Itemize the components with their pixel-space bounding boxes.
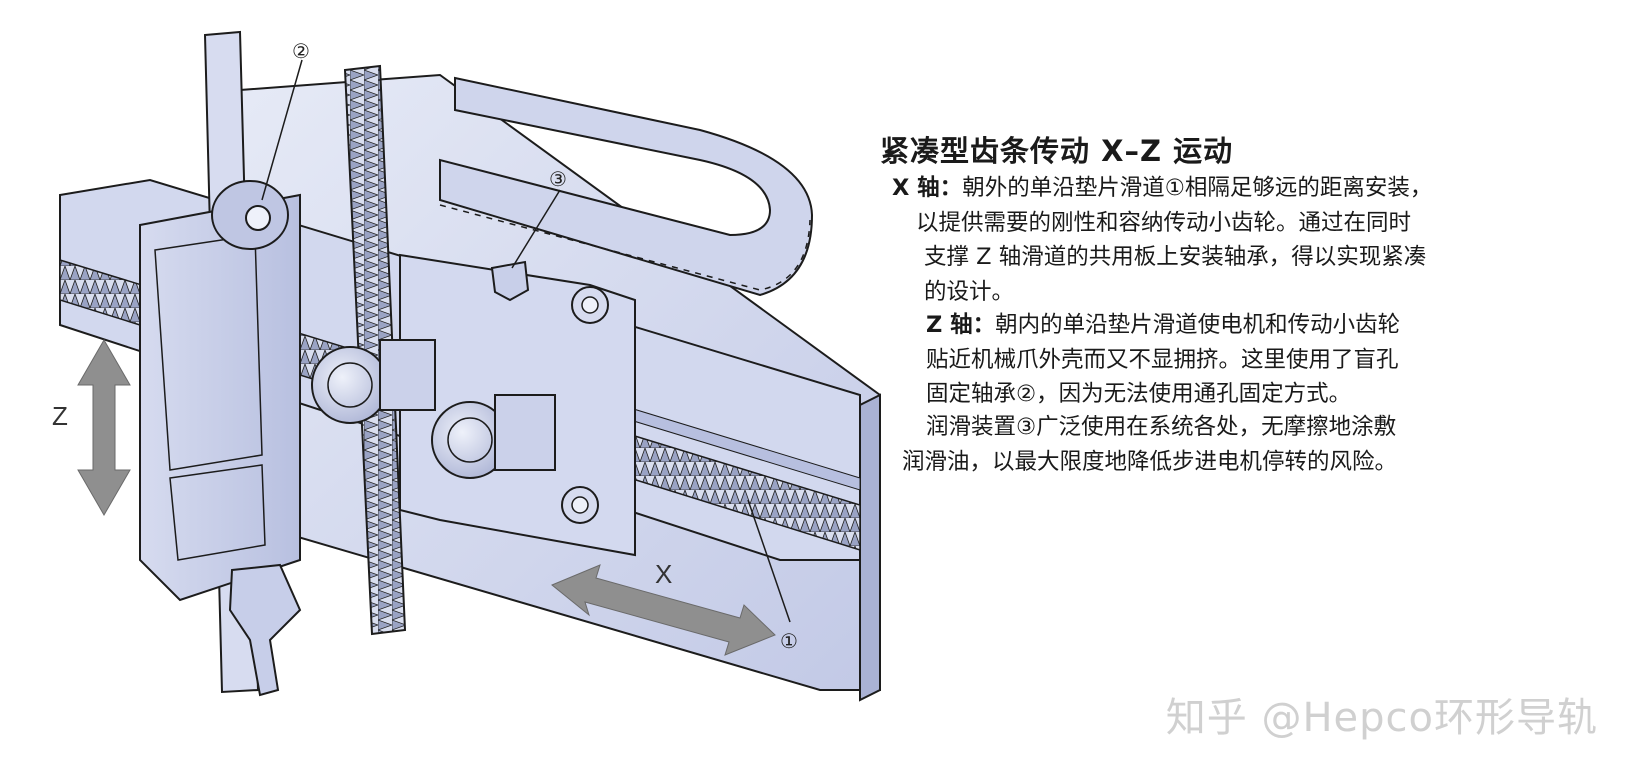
z-axis-line-2: 贴近机械爪外壳而又不显拥挤。这里使用了盲孔 [926,346,1399,373]
x-axis-line-3: 支撑 Z 轴滑道的共用板上安装轴承，得以实现紧凑 [924,244,1427,270]
x-axis-label: X [655,559,672,589]
callout-leader-1 [747,499,791,623]
gripper-claw [228,563,302,697]
x-axis-line-2: 以提供需要的刚性和容纳传动小齿轮。通过在同时 [916,209,1412,236]
lubrication-line-1: 润滑装置③广泛使用在系统各处，无摩擦地涂敷 [926,414,1397,440]
z-motion-arrow [77,339,131,516]
callout-1: ① [780,629,798,653]
gripper-housing [139,193,301,602]
x-axis-line-1: 朝外的单沿垫片滑道①相隔足够远的距离安装， [962,175,1433,201]
z-axis-label: Z [52,401,68,431]
z-axis-line-3: 固定轴承②，因为无法使用通孔固定方式。 [926,381,1352,407]
x-axis-description: X 轴：朝外的单沿垫片滑道①相隔足够远的距离安装， 以提供需要的刚性和容纳传动小… [892,171,1432,309]
cable-carrier-chain [439,76,814,297]
x-axis-lead: X 轴： [892,175,963,201]
x-motion-arrow [551,564,776,656]
callout-3: ③ [549,167,567,191]
lubrication-line-2: 润滑油，以最大限度地降低步进电机停转的风险。 [902,448,1398,475]
z-axis-rack [343,64,407,636]
x-stepper-motor [431,394,556,479]
z-axis-description: Z 轴：朝内的单沿垫片滑道使电机和传动小齿轮 贴近机械爪外壳而又不显拥挤。这里使… [926,308,1400,412]
lubrication-description: 润滑装置③广泛使用在系统各处，无摩擦地涂敷 润滑油，以最大限度地降低步进电机停转… [902,410,1397,479]
callout-2: ② [292,39,310,63]
x-axis-line-4: 的设计。 [924,278,1015,305]
z-axis-line-1: 朝内的单沿垫片滑道使电机和传动小齿轮 [995,312,1401,338]
callout-leader-2 [261,59,303,201]
watermark: 知乎 @Hepco环形导轨 [1165,695,1598,741]
panel-title: 紧凑型齿条传动 X–Z 运动 [880,134,1234,168]
z-stepper-motor [311,339,436,424]
z-axis-lead: Z 轴： [926,312,996,338]
guide-wheels [561,286,609,524]
blind-hole-bearing [211,180,289,250]
lubricator [490,260,530,302]
callout-leader-3 [511,189,561,269]
